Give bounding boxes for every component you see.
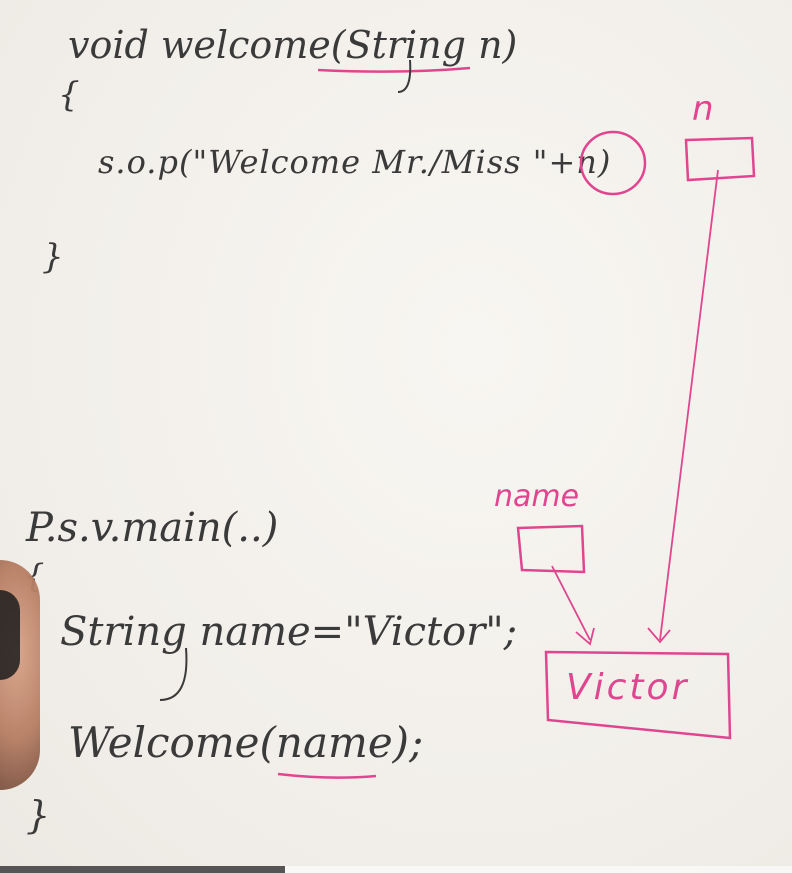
string-declaration: String name="Victor"; — [60, 609, 518, 655]
method-signature: void welcome(String n) — [68, 23, 518, 67]
value-victor: Victor — [566, 667, 690, 708]
method-open-brace: { — [58, 75, 80, 115]
label-n: n — [692, 89, 714, 129]
arrowhead-name — [575, 627, 595, 646]
label-name: name — [494, 479, 580, 514]
video-progress-fill — [0, 866, 286, 873]
print-statement: s.o.p("Welcome Mr./Miss "+n) — [98, 143, 612, 181]
main-close-brace: } — [26, 793, 51, 837]
main-signature: P.s.v.main(..) — [26, 505, 279, 551]
underline-string-n — [317, 66, 471, 73]
circle-n — [579, 130, 647, 196]
method-close-brace: } — [42, 237, 64, 277]
arrow-n-to-victor — [659, 169, 719, 641]
box-name — [516, 524, 586, 574]
declaration-swoop — [159, 647, 188, 701]
presenter-marker — [0, 590, 20, 680]
box-n — [684, 136, 756, 182]
string-swoop — [397, 59, 412, 93]
welcome-call: Welcome(name); — [68, 718, 424, 767]
underline-name-arg — [277, 772, 377, 779]
video-progress-track[interactable] — [0, 866, 792, 873]
arrowhead-n — [647, 627, 671, 644]
arrow-name-to-victor — [551, 565, 591, 641]
box-victor — [544, 650, 732, 740]
